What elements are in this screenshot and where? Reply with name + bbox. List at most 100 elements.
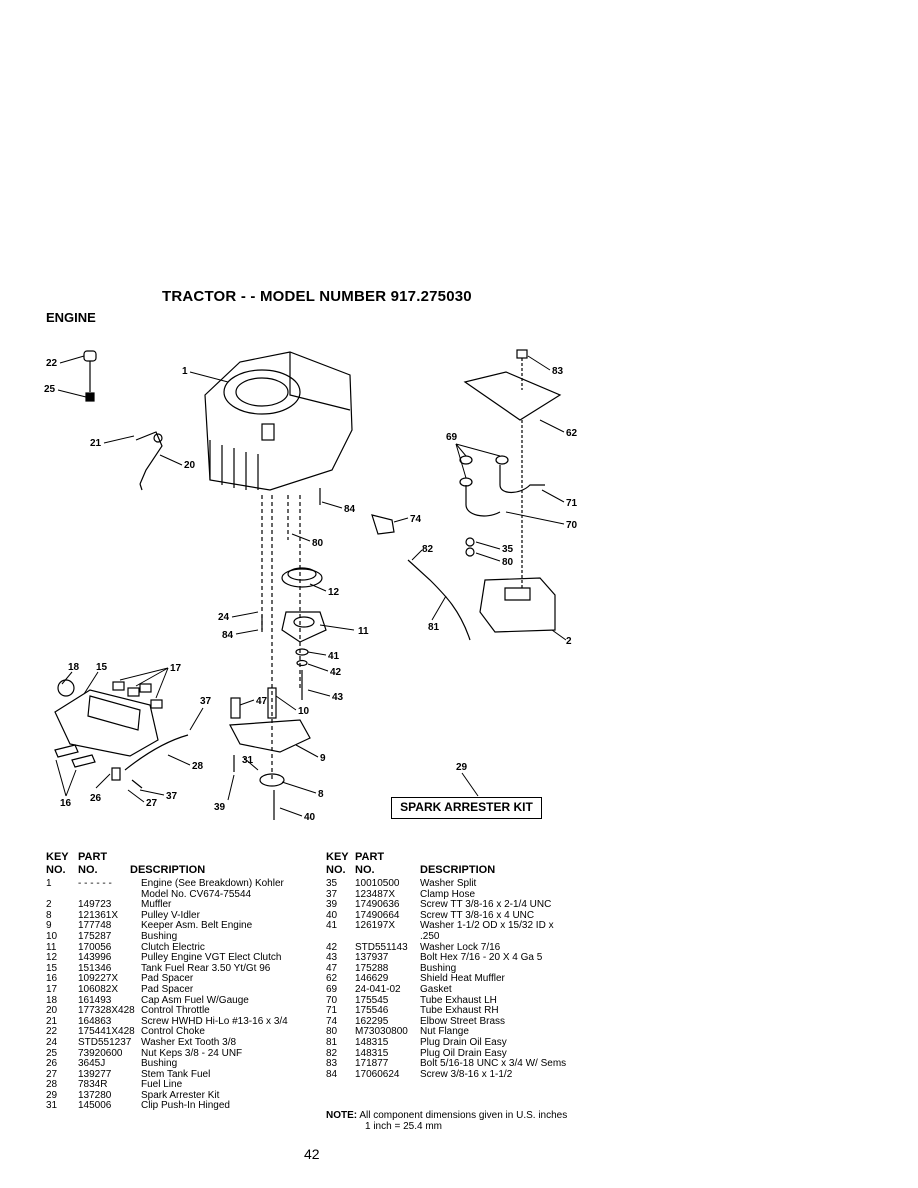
key-cell: 1: [46, 878, 52, 889]
dimensions-note: NOTE: All component dimensions given in …: [326, 1110, 567, 1132]
part-no-cell: 175545: [355, 994, 389, 1006]
part-no-cell: 161493: [78, 994, 112, 1006]
callout-24: 24: [218, 612, 230, 623]
callout-20: 20: [184, 460, 196, 471]
callout-69: 69: [446, 432, 458, 443]
part-no-cell: 175287: [78, 930, 112, 942]
callout-10: 10: [298, 706, 310, 717]
part-no-cell: 109227X: [78, 973, 119, 985]
callout-9: 9: [320, 753, 326, 764]
callout-62: 62: [566, 428, 578, 439]
callout-39: 39: [214, 802, 226, 813]
description-cell: Fuel Line: [141, 1079, 183, 1091]
key-cell: 24: [46, 1036, 58, 1048]
callout-26: 26: [90, 793, 102, 804]
description-cell: Pulley V-Idler: [141, 909, 200, 921]
key-cell: 20: [46, 1005, 58, 1017]
description-cell: Gasket: [420, 983, 452, 995]
description-cell: Bolt Hex 7/16 - 20 X 4 Ga 5: [420, 952, 543, 964]
part-header: PART: [355, 851, 385, 863]
spark-arrester-kit-label: SPARK ARRESTER KIT: [391, 797, 542, 819]
key-cell: 70: [326, 994, 338, 1006]
description-cell: Control Throttle: [141, 1005, 210, 1017]
description-header: DESCRIPTION: [130, 864, 206, 876]
key-cell: 81: [326, 1036, 338, 1048]
callout-37: 37: [200, 696, 212, 707]
key-cell: 83: [326, 1058, 338, 1070]
callout-1: 1: [182, 366, 188, 377]
engine-drawing: [204, 351, 353, 491]
key-cell: 28: [46, 1079, 58, 1091]
part-no-cell: 137937: [355, 952, 389, 964]
key-cell: 74: [326, 1015, 338, 1027]
description-header: DESCRIPTION: [420, 864, 496, 876]
part-no-cell: 73920600: [78, 1047, 123, 1059]
callout-74: 74: [410, 514, 422, 525]
key-cell: 37: [326, 888, 338, 900]
description-cell: Washer 1-1/2 OD x 15/32 ID x: [420, 920, 554, 932]
part-no-cell: 143996: [78, 952, 112, 964]
description-cell: Pulley Engine VGT Elect Clutch: [141, 952, 282, 964]
part-no-cell: 175441X428: [78, 1026, 135, 1038]
key-cell: 8: [46, 909, 52, 921]
part-no-cell: 177748: [78, 920, 112, 932]
no-header: NO.: [326, 864, 346, 876]
throttle-control-drawing: [135, 431, 163, 491]
callout-42: 42: [330, 667, 342, 678]
callout-8: 8: [318, 789, 324, 800]
part-no-cell: 10010500: [355, 878, 400, 889]
part-no-cell: 137280: [78, 1089, 112, 1101]
key-cell: 18: [46, 994, 58, 1006]
callout-17: 17: [170, 663, 182, 674]
callout-47: 47: [256, 696, 268, 707]
note-label: NOTE:: [326, 1110, 358, 1121]
description-cell: Clamp Hose: [420, 888, 476, 900]
part-no-cell: 170056: [78, 941, 112, 953]
callout-82: 82: [422, 544, 434, 555]
key-cell: 10: [46, 930, 58, 942]
key-cell: 29: [46, 1089, 58, 1101]
description-cell: Model No. CV674-75544: [141, 888, 252, 900]
key-cell: 84: [326, 1068, 338, 1080]
description-cell: Clip Push-In Hinged: [141, 1100, 230, 1112]
part-no-cell: 148315: [355, 1036, 389, 1048]
part-no-cell: 106082X: [78, 983, 119, 995]
key-cell: 82: [326, 1047, 338, 1059]
part-no-cell: 149723: [78, 899, 112, 911]
callout-41: 41: [328, 651, 340, 662]
part-no-cell: 139277: [78, 1068, 112, 1080]
description-cell: Screw TT 3/8-16 x 4 UNC: [420, 909, 535, 921]
callout-25: 25: [44, 384, 56, 395]
part-no-cell: 146629: [355, 973, 389, 985]
description-cell: Screw 3/8-16 x 1-1/2: [420, 1068, 513, 1080]
key-cell: 22: [46, 1026, 58, 1038]
page-number: 42: [304, 1146, 320, 1162]
callout-29: 29: [456, 762, 468, 773]
description-cell: Control Choke: [141, 1026, 205, 1038]
description-cell: Plug Drain Oil Easy: [420, 1036, 507, 1048]
callout-2: 2: [566, 636, 572, 647]
callout-43: 43: [332, 692, 344, 703]
callout-15: 15: [96, 662, 108, 673]
callout-84: 84: [344, 504, 356, 515]
key-cell: 2: [46, 899, 52, 911]
description-cell: .250: [420, 930, 440, 942]
description-cell: Muffler: [141, 899, 172, 911]
no-header: NO.: [46, 864, 66, 876]
exploded-parts-diagram: 22 25 1 21 20 84 74 80 82 12 24 84 11 41…: [0, 330, 918, 850]
key-cell: 12: [46, 952, 58, 964]
description-cell: Stem Tank Fuel: [141, 1068, 211, 1080]
part-no-cell: 175288: [355, 962, 389, 974]
key-cell: 26: [46, 1058, 58, 1070]
callout-27: 27: [146, 798, 158, 809]
callout-12: 12: [328, 587, 340, 598]
description-cell: Keeper Asm. Belt Engine: [141, 920, 253, 932]
part-no-cell: STD551237: [78, 1036, 132, 1048]
description-cell: Nut Keps 3/8 - 24 UNF: [141, 1047, 243, 1059]
description-cell: Cap Asm Fuel W/Gauge: [141, 994, 249, 1006]
description-cell: Pad Spacer: [141, 983, 194, 995]
part-no-cell: 17490636: [355, 899, 400, 911]
description-cell: Screw TT 3/8-16 x 2-1/4 UNC: [420, 899, 552, 911]
callout-18: 18: [68, 662, 80, 673]
part-no-cell: 17060624: [355, 1068, 400, 1080]
